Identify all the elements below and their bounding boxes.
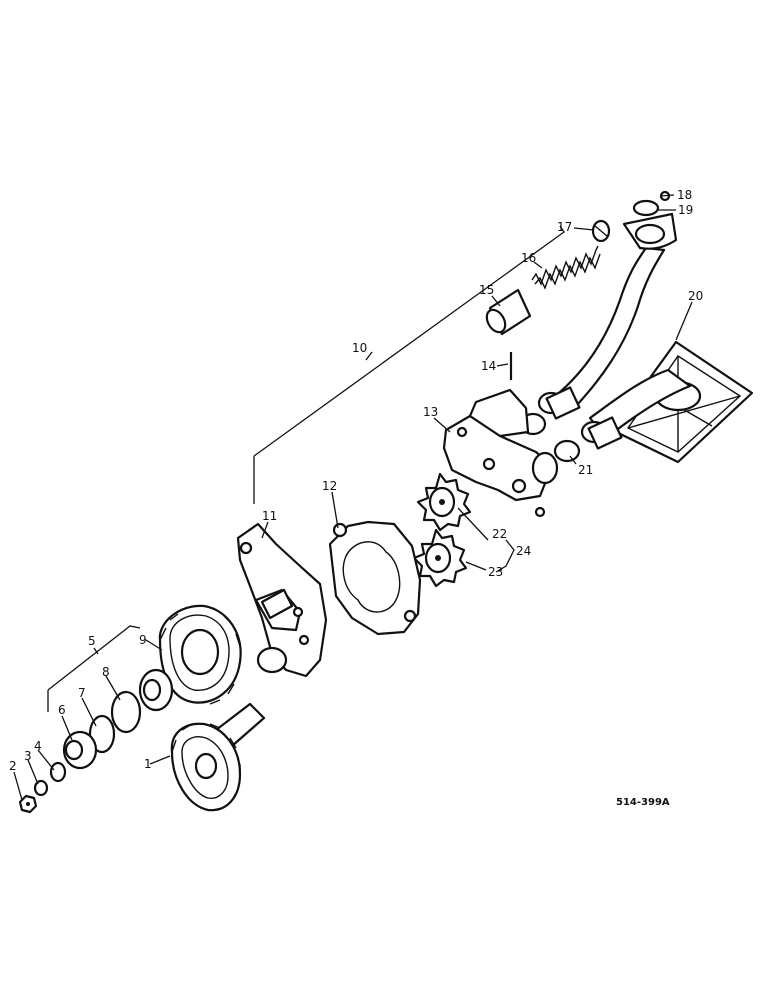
callout-15: 15 bbox=[479, 283, 494, 297]
bearing-6 bbox=[62, 730, 98, 770]
callout-8: 8 bbox=[102, 665, 110, 679]
pump-cover-13 bbox=[442, 388, 559, 518]
callout-19: 19 bbox=[678, 203, 693, 217]
drive-gear-9 bbox=[158, 604, 242, 705]
callout-20: 20 bbox=[688, 289, 703, 303]
callout-2: 2 bbox=[9, 759, 17, 773]
washer-4 bbox=[49, 761, 67, 783]
callout-14: 14 bbox=[481, 359, 496, 373]
leader-lines bbox=[13, 194, 693, 801]
callout-3: 3 bbox=[24, 749, 32, 763]
callout-24: 24 bbox=[516, 544, 531, 558]
callout-4: 4 bbox=[34, 739, 42, 753]
callout-7: 7 bbox=[78, 686, 86, 700]
pump-gear-23 bbox=[412, 528, 468, 588]
callout-22: 22 bbox=[492, 527, 507, 541]
callout-labels: 2 3 4 5 6 7 8 9 1 10 11 12 13 14 15 16 1… bbox=[9, 188, 703, 773]
lock-washer-3 bbox=[33, 779, 49, 797]
callout-13: 13 bbox=[423, 405, 438, 419]
pump-body-12 bbox=[328, 520, 422, 636]
callout-23: 23 bbox=[488, 565, 503, 579]
callout-12: 12 bbox=[322, 479, 337, 493]
callout-17: 17 bbox=[557, 220, 572, 234]
relief-valve-spring-16 bbox=[531, 245, 601, 290]
callout-11: 11 bbox=[262, 509, 277, 523]
callout-16: 16 bbox=[521, 251, 536, 265]
snap-ring-8 bbox=[110, 690, 142, 734]
callout-9: 9 bbox=[139, 633, 147, 647]
callout-1: 1 bbox=[144, 757, 152, 771]
pump-housing-11 bbox=[236, 522, 328, 678]
callout-5: 5 bbox=[88, 634, 96, 648]
oil-pickup-strainer bbox=[537, 212, 754, 464]
gear-shaft-1 bbox=[170, 702, 266, 812]
callout-10: 10 bbox=[352, 341, 367, 355]
nut-2 bbox=[18, 794, 38, 814]
pump-gear-22 bbox=[416, 472, 472, 532]
relief-valve-plunger-15 bbox=[485, 288, 532, 336]
bearing bbox=[138, 668, 174, 712]
callout-21: 21 bbox=[578, 463, 593, 477]
callout-6: 6 bbox=[58, 703, 66, 717]
callout-18: 18 bbox=[677, 188, 692, 202]
o-ring-19 bbox=[632, 199, 660, 217]
relief-valve-cap-17 bbox=[591, 219, 611, 243]
drawing-number: 514-399A bbox=[616, 797, 670, 808]
